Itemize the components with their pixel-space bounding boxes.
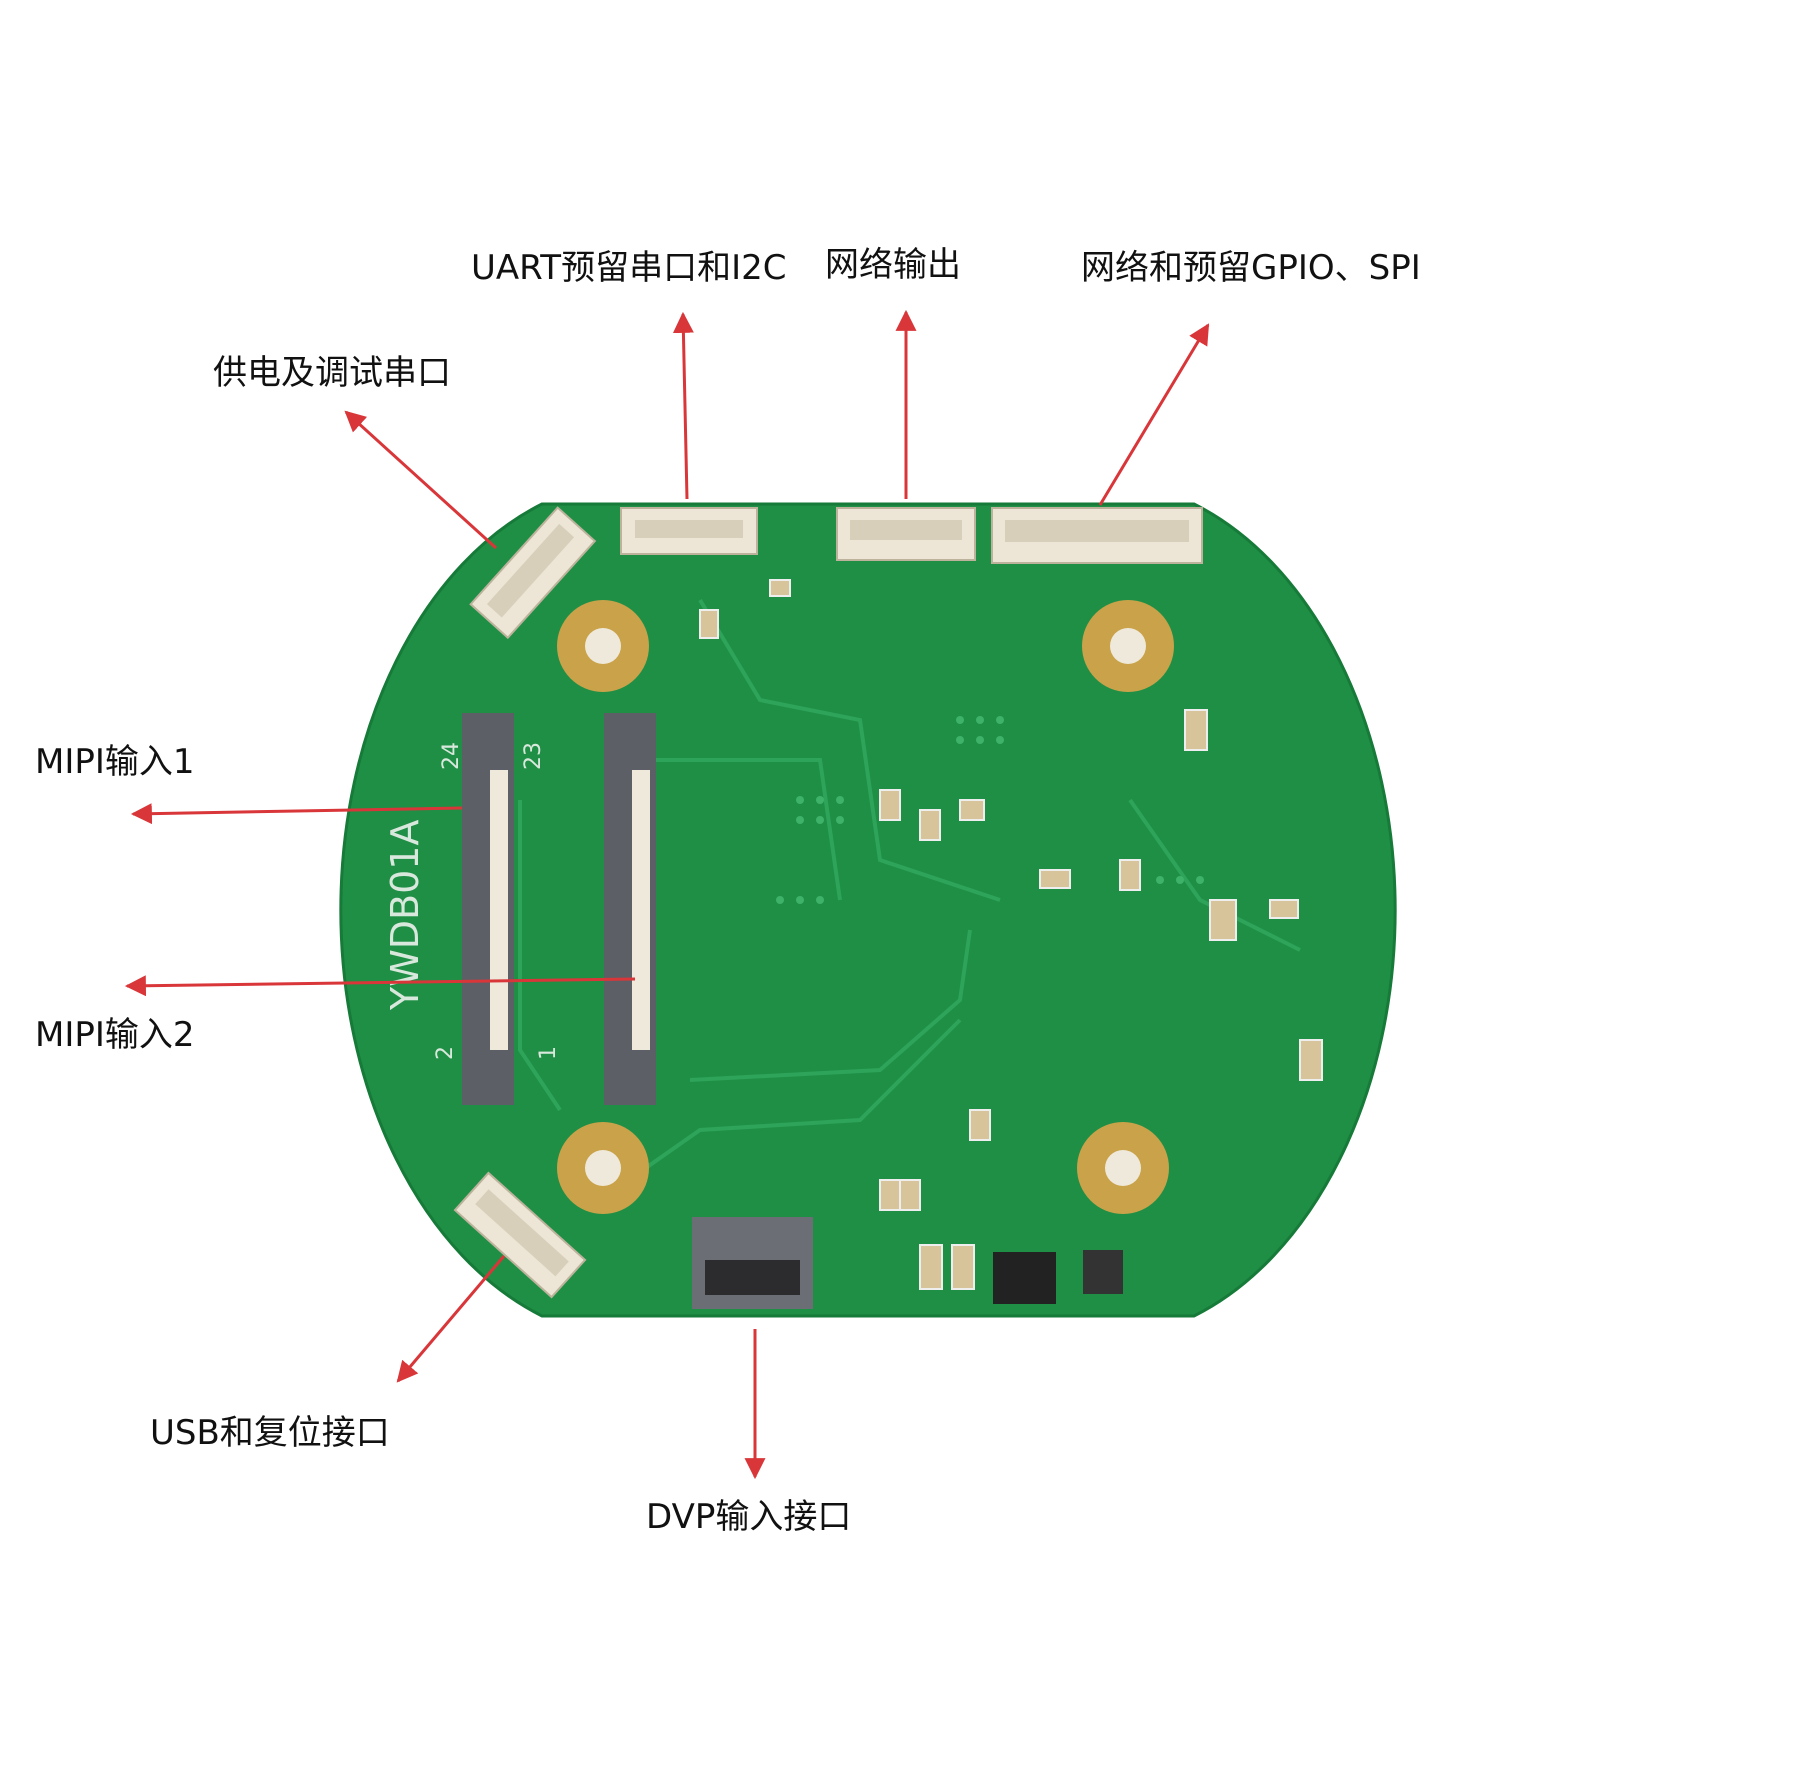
mipi-connector-2 <box>604 713 656 1105</box>
pin-label-1: 1 <box>536 1046 561 1060</box>
arrow-usb-reset <box>396 1255 506 1383</box>
board-silkscreen: YWDB01A <box>383 820 427 1011</box>
dvp-connector <box>692 1217 813 1309</box>
mipi-connector-1 <box>462 713 514 1105</box>
label-uart-i2c: UART预留串口和I2C <box>471 248 787 288</box>
arrow-mipi-2 <box>124 975 636 997</box>
arrow-power-debug <box>344 410 498 550</box>
label-mipi-2: MIPI输入2 <box>35 1015 195 1055</box>
via-field <box>776 716 1204 904</box>
pin-label-23: 23 <box>521 742 546 770</box>
label-network-gpio-spi: 网络和预留GPIO、SPI <box>1081 248 1421 288</box>
pin-label-24: 24 <box>439 742 464 770</box>
ic-chip <box>1083 1250 1123 1294</box>
label-mipi-1: MIPI输入1 <box>35 742 195 782</box>
usb-reset-connector <box>453 1171 587 1299</box>
label-power-debug: 供电及调试串口 <box>213 353 451 393</box>
mounting-holes <box>557 600 1174 1214</box>
network-out-connector <box>836 507 976 561</box>
label-dvp: DVP输入接口 <box>646 1497 852 1537</box>
pin-label-2: 2 <box>433 1046 458 1060</box>
ic-chip <box>993 1252 1056 1304</box>
smd-components <box>699 579 1323 1290</box>
arrow-uart-i2c <box>672 311 694 500</box>
pcb-board <box>339 502 1397 1318</box>
label-usb-reset: USB和复位接口 <box>150 1413 390 1453</box>
power-debug-connector <box>469 506 597 640</box>
pcb-traces <box>518 598 1301 1202</box>
label-network-out: 网络输出 <box>825 245 961 285</box>
gpio-spi-connector <box>991 507 1203 564</box>
arrow-mipi-1 <box>130 803 463 825</box>
arrow-network-gpio-spi <box>1098 323 1210 506</box>
uart-connector <box>620 507 758 555</box>
